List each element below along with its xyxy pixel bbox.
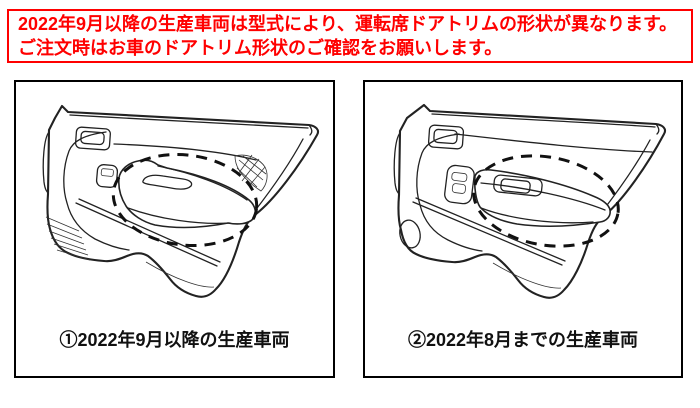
notice-line-1: 2022年9月以降の生産車両は型式により、運転席ドアトリムの形状が異なります。 <box>18 14 678 34</box>
door-trim-line-art <box>393 103 667 299</box>
door-trim-until-2022-08-illustration <box>393 103 667 299</box>
panel-until-2022-08: ②2022年8月までの生産車両 <box>363 80 683 378</box>
panel-caption: ②2022年8月までの生産車両 <box>407 330 639 350</box>
highlight-dashed-ellipse <box>111 152 259 248</box>
door-trim-after-2022-09-illustration <box>42 104 320 298</box>
panel-caption: ①2022年9月以降の生産車両 <box>59 330 290 350</box>
panel-2022-09-onward: ①2022年9月以降の生産車両 <box>14 80 335 378</box>
notice-banner: 2022年9月以降の生産車両は型式により、運転席ドアトリムの形状が異なります。 … <box>7 9 693 63</box>
door-trim-line-art <box>42 104 320 298</box>
window-switch-recess <box>493 174 543 197</box>
speaker-grille <box>234 154 268 192</box>
notice-line-2: ご注文時はお車のドアトリム形状のご確認をお願いします。 <box>18 38 503 58</box>
speaker-oval <box>399 219 421 249</box>
